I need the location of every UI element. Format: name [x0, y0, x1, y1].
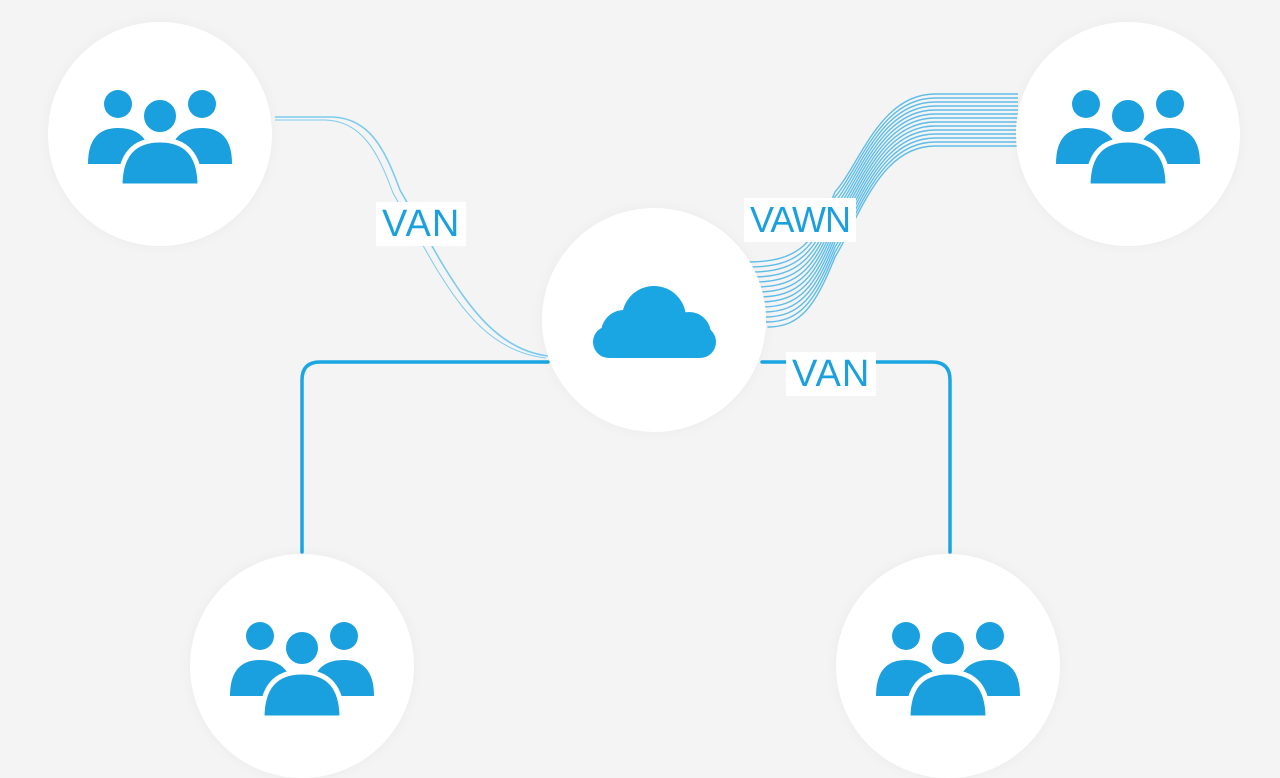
network-diagram: VAN VAWN VAN: [48, 22, 1240, 778]
user-group-icon: [88, 90, 232, 189]
link-strand: [767, 145, 1018, 328]
link-top-left: [275, 116, 549, 359]
user-group-icon: [876, 622, 1020, 721]
link-label-top-right: VAWN: [744, 198, 856, 242]
site-node-bottom-left[interactable]: [190, 554, 414, 778]
link-strand: [749, 97, 1018, 268]
cloud-icon: [593, 286, 716, 358]
site-node-bottom-right[interactable]: [836, 554, 1060, 778]
user-group-icon: [1056, 90, 1200, 189]
user-group-icon: [230, 622, 374, 721]
link-strand: [752, 105, 1018, 278]
link-bottom-right: [760, 360, 952, 554]
link-bottom-left: [300, 360, 550, 554]
site-node-top-left[interactable]: [48, 22, 272, 246]
link-label-top-left: VAN: [376, 202, 467, 246]
link-strand: [753, 109, 1018, 283]
link-strand: [765, 141, 1018, 323]
link-strand: [747, 93, 1018, 263]
site-node-top-right[interactable]: [1016, 22, 1240, 246]
link-strand: [750, 101, 1018, 273]
link-label-right: VAN: [786, 352, 877, 396]
cloud-node[interactable]: [542, 208, 766, 432]
